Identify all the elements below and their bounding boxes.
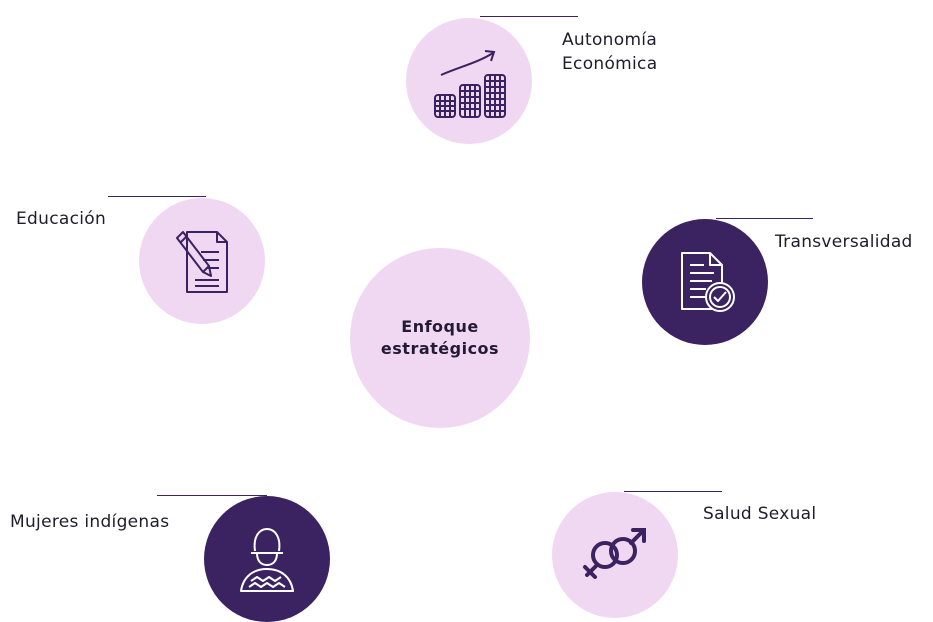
center-title: Enfoque estratégicos xyxy=(380,317,500,358)
indigenous-woman-icon xyxy=(240,528,294,592)
salud-label: Salud Sexual xyxy=(703,504,817,524)
educacion-label: Educación xyxy=(16,209,107,229)
autonomia-circle[interactable] xyxy=(406,18,532,144)
mujeres-connector-line xyxy=(157,495,267,496)
educacion-connector-line xyxy=(108,196,206,197)
center-circle: Enfoque estratégicos xyxy=(350,248,530,428)
transversalidad-label: Transversalidad xyxy=(775,232,913,252)
document-check-icon xyxy=(681,252,735,312)
salud-connector-line xyxy=(624,491,722,492)
coins-growth-icon xyxy=(434,50,506,118)
gender-symbols-icon xyxy=(583,528,646,579)
document-pencil-icon xyxy=(176,231,228,293)
transversalidad-connector-line xyxy=(716,218,813,219)
mujeres-label: Mujeres indígenas xyxy=(10,512,170,532)
educacion-circle[interactable] xyxy=(139,198,265,324)
mujeres-circle[interactable] xyxy=(204,496,330,622)
transversalidad-circle[interactable] xyxy=(642,219,768,345)
autonomia-label: Autonomía Económica xyxy=(562,30,658,74)
salud-circle[interactable] xyxy=(552,492,678,618)
autonomia-connector-line xyxy=(480,16,578,17)
